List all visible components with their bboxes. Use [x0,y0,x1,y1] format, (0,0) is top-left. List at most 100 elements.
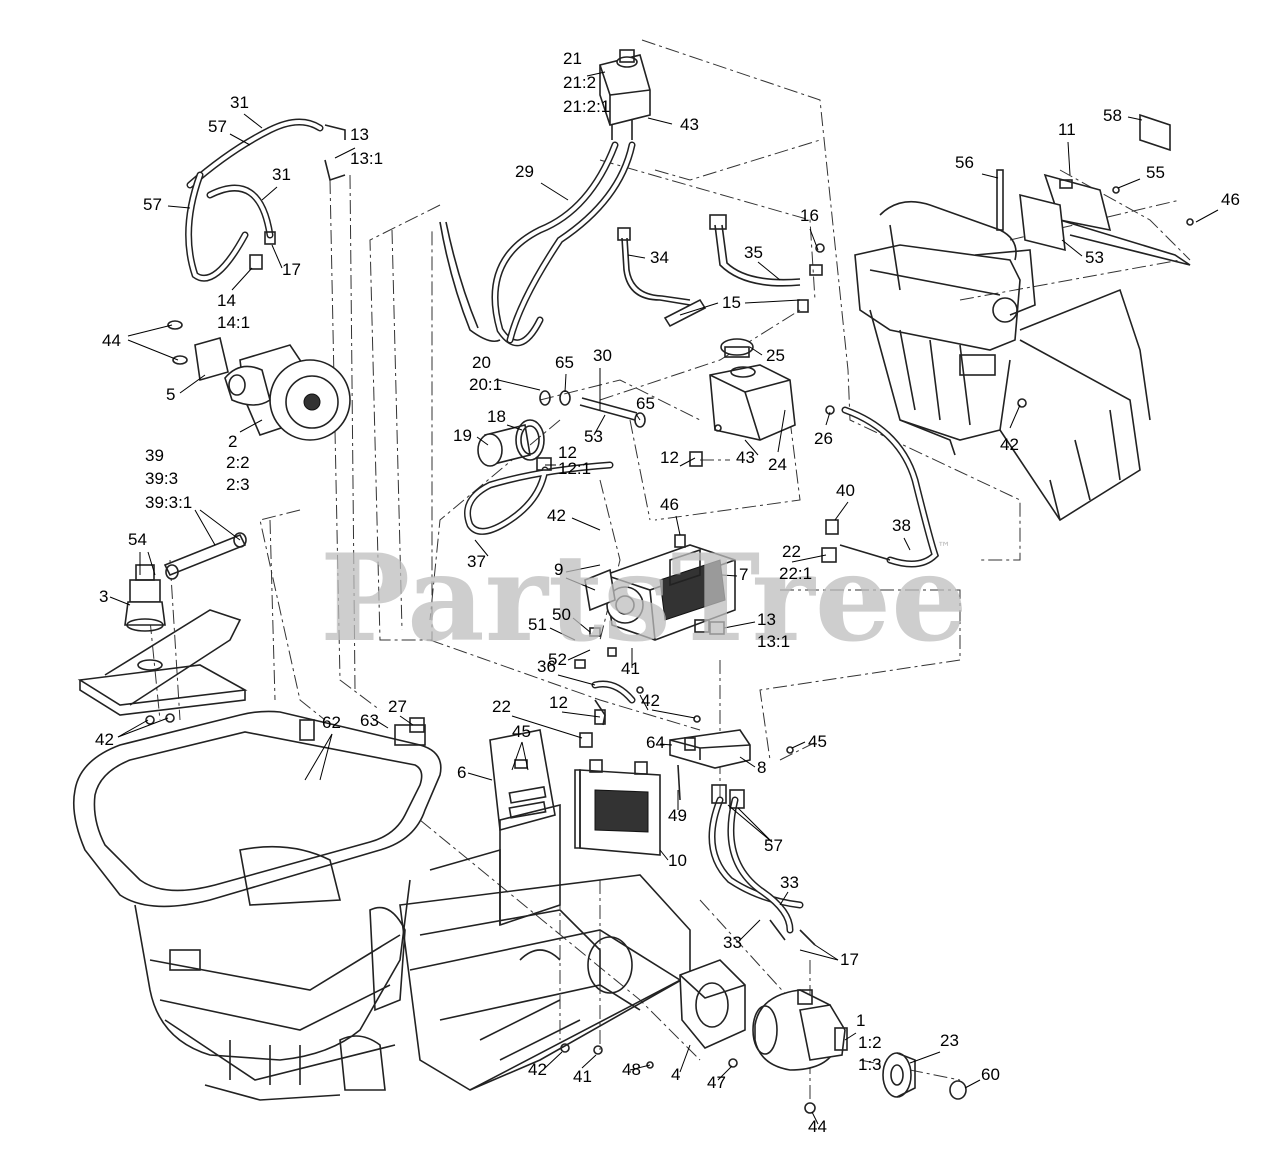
part-label[interactable]: 45 [512,722,531,741]
part-label[interactable]: 40 [836,481,855,500]
part-label[interactable]: 65 [636,394,655,413]
part-label[interactable]: 5 [166,385,175,404]
part-label[interactable]: 17 [840,950,859,969]
part-label[interactable]: 60 [981,1065,1000,1084]
part-label[interactable]: 31 [272,165,291,184]
part-label[interactable]: 26 [814,429,833,448]
part-label[interactable]: 14:1 [217,313,250,332]
part-label[interactable]: 22 [492,697,511,716]
part-label[interactable]: 21:2:1 [563,97,610,116]
part-label[interactable]: 52 [548,650,567,669]
part-label[interactable]: 42 [641,691,660,710]
part-label[interactable]: 49 [668,806,687,825]
part-label[interactable]: 35 [744,243,763,262]
part-label[interactable]: 38 [892,516,911,535]
part-label[interactable]: 2:2 [226,453,250,472]
part-label[interactable]: 12:1 [558,459,591,478]
part-label[interactable]: 54 [128,530,147,549]
part-label[interactable]: 21:2 [563,73,596,92]
part-label[interactable]: 44 [102,331,121,350]
part-label[interactable]: 39 [145,446,164,465]
part-label[interactable]: 13:1 [757,632,790,651]
part-label[interactable]: 42 [547,506,566,525]
part-label[interactable]: 29 [515,162,534,181]
part-label[interactable]: 39:3 [145,469,178,488]
part-label[interactable]: 25 [766,346,785,365]
part-label[interactable]: 58 [1103,106,1122,125]
part-label[interactable]: 1:3 [858,1055,882,1074]
part-label[interactable]: 6 [457,763,466,782]
part-label[interactable]: 37 [467,552,486,571]
part-8-bracket [669,729,751,769]
part-label[interactable]: 7 [739,565,748,584]
part-label[interactable]: 16 [800,206,819,225]
part-label[interactable]: 63 [360,711,379,730]
part-label[interactable]: 13:1 [350,149,383,168]
part-label[interactable]: 64 [646,733,665,752]
part-label[interactable]: 13 [757,610,776,629]
part-label[interactable]: 22 [782,542,801,561]
part-label[interactable]: 20:1 [469,375,502,394]
hose-37 [464,457,614,535]
part-label[interactable]: 46 [1221,190,1240,209]
part-label[interactable]: 3 [99,587,108,606]
part-label[interactable]: 48 [622,1060,641,1079]
part-label[interactable]: 8 [757,758,766,777]
part-label[interactable]: 21 [563,49,582,68]
part-label[interactable]: 12 [549,693,568,712]
part-label[interactable]: 30 [593,346,612,365]
part-label[interactable]: 33 [780,873,799,892]
part-label[interactable]: 15 [722,293,741,312]
part-label[interactable]: 42 [1000,435,1019,454]
part-label[interactable]: 55 [1146,163,1165,182]
part-label[interactable]: 23 [940,1031,959,1050]
part-label[interactable]: 34 [650,248,669,267]
part-label[interactable]: 9 [554,560,563,579]
part-label[interactable]: 20 [472,353,491,372]
part-label[interactable]: 41 [621,659,640,678]
part-label[interactable]: 22:1 [779,564,812,583]
part-label[interactable]: 44 [808,1117,827,1136]
part-label[interactable]: 13 [350,125,369,144]
part-label[interactable]: 27 [388,697,407,716]
part-label[interactable]: 19 [453,426,472,445]
part-label[interactable]: 17 [282,260,301,279]
part-label[interactable]: 57 [143,195,162,214]
part-label[interactable]: 65 [555,353,574,372]
part-label[interactable]: 1:2 [858,1033,882,1052]
part-label[interactable]: 12 [558,443,577,462]
part-label[interactable]: 31 [230,93,249,112]
part-label[interactable]: 57 [208,117,227,136]
part-label[interactable]: 43 [680,115,699,134]
part-label[interactable]: 53 [1085,248,1104,267]
part-label[interactable]: 14 [217,291,236,310]
part-1-motor [752,989,848,1071]
part-label[interactable]: 56 [955,153,974,172]
part-label[interactable]: 10 [668,851,687,870]
part-label[interactable]: 41 [573,1067,592,1086]
part-label[interactable]: 62 [322,713,341,732]
part-label[interactable]: 46 [660,495,679,514]
part-label[interactable]: 47 [707,1073,726,1092]
part-label[interactable]: 39:3:1 [145,493,192,512]
part-label[interactable]: 36 [537,657,556,676]
part-label[interactable]: 50 [552,605,571,624]
leader-lines [109,71,1219,1125]
part-label[interactable]: 18 [487,407,506,426]
part-label[interactable]: 45 [808,732,827,751]
engine-assembly [854,200,1151,522]
part-label[interactable]: 42 [95,730,114,749]
part-label[interactable]: 42 [528,1060,547,1079]
part-label[interactable]: 53 [584,427,603,446]
part-label[interactable]: 2 [228,432,237,451]
part-label[interactable]: 43 [736,448,755,467]
part-label[interactable]: 4 [671,1065,680,1084]
part-label[interactable]: 57 [764,836,783,855]
part-label[interactable]: 33 [723,933,742,952]
part-label[interactable]: 24 [768,455,787,474]
part-label[interactable]: 2:3 [226,475,250,494]
part-label[interactable]: 1 [856,1011,865,1030]
part-label[interactable]: 11 [1058,120,1076,139]
part-label[interactable]: 12 [660,448,679,467]
part-label[interactable]: 51 [528,615,547,634]
